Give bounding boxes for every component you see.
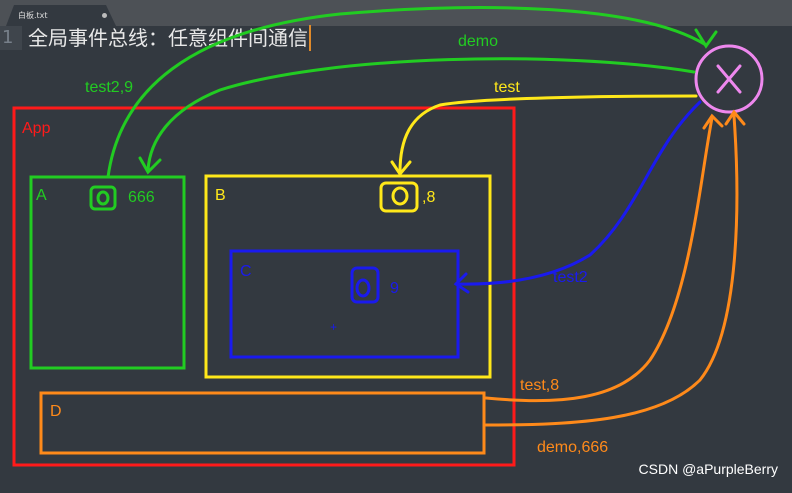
bus-label: X xyxy=(0,0,11,4)
edge-test2-9-label: test2,9 xyxy=(85,79,133,96)
tab-whiteboard[interactable]: 白板.txt xyxy=(6,5,116,26)
a-label: A xyxy=(36,187,47,204)
c-value: 9 xyxy=(390,280,399,297)
line-number: 1 xyxy=(2,27,14,48)
b-box xyxy=(204,174,492,379)
c-data-icon-inner xyxy=(355,278,371,298)
c-data-icon xyxy=(350,266,380,304)
cursor-plus: + xyxy=(330,320,337,334)
b-data-icon-inner xyxy=(391,186,409,206)
app-box xyxy=(12,106,516,467)
tab-label: 白板.txt xyxy=(18,11,48,20)
edge-test-8 xyxy=(484,116,714,403)
b-value: ,8 xyxy=(422,189,435,206)
a-data-icon-inner xyxy=(96,190,110,206)
edge-demo-666 xyxy=(484,114,739,427)
edge-test2-9-arrow xyxy=(694,28,718,49)
event-bus-x-icon xyxy=(716,64,742,94)
app-label: App xyxy=(22,120,51,137)
edge-demo-label: demo xyxy=(458,33,498,50)
a-data-icon xyxy=(89,185,117,211)
c-box xyxy=(229,249,460,359)
a-value: 666 xyxy=(128,189,155,206)
edge-test xyxy=(398,94,698,174)
c-label: C xyxy=(240,263,252,280)
d-box xyxy=(39,391,486,455)
edge-demo-666-label: demo,666 xyxy=(537,439,608,456)
edge-test2-label: test2 xyxy=(553,269,588,286)
edge-demo-arrow xyxy=(138,156,162,175)
edge-test2-9 xyxy=(106,6,708,179)
edge-test-arrow xyxy=(390,160,412,177)
gutter xyxy=(0,26,22,50)
unsaved-dot-icon[interactable] xyxy=(102,13,107,18)
edge-test2-arrow xyxy=(453,272,470,294)
editor-line[interactable]: 全局事件总线：任意组件间通信 xyxy=(28,25,311,51)
b-data-icon xyxy=(379,181,419,213)
a-box xyxy=(29,175,186,370)
d-label: D xyxy=(50,403,62,420)
edge-test-label: test xyxy=(494,79,520,96)
edge-demo xyxy=(146,57,696,172)
tab-bar xyxy=(0,0,792,26)
b-label: B xyxy=(215,187,226,204)
edge-demo-666-arrow xyxy=(724,109,746,126)
event-bus-circle xyxy=(694,44,764,114)
edge-test-8-arrow xyxy=(702,113,724,130)
edge-test2 xyxy=(454,100,702,286)
edge-test-8-label: test,8 xyxy=(520,377,559,394)
watermark: CSDN @aPurpleBerry xyxy=(638,461,778,477)
